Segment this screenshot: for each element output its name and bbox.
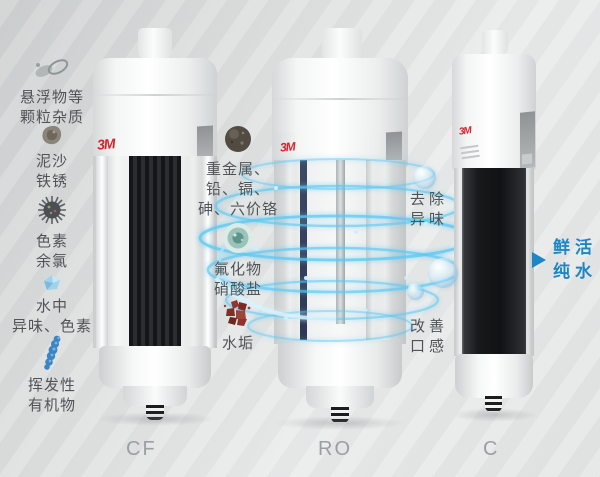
filter-shadow [274,416,406,430]
contaminant-label: 异味、色素 [11,318,92,335]
transparent-window [454,168,534,356]
qr-mark [522,153,532,165]
contaminant-label: 泥沙 [35,153,68,170]
odor-crystal-icon [44,275,60,290]
filter-shadow [452,408,538,422]
stage-label-c: C [483,438,500,460]
filter-base [278,340,402,388]
label-patch [520,111,535,169]
inner-tube [96,156,108,348]
output-label: 鲜活 [553,238,597,257]
contaminant-label: 挥发性 [27,377,76,394]
pigment-chlorine-icon [38,196,66,224]
suspended-particles-icon [35,59,69,77]
glass-highlight [378,160,392,344]
fluoride-icon [223,223,253,253]
contaminant-label: 颗粒杂质 [19,109,84,126]
glass-highlight [189,156,199,348]
outlet-nipple [485,396,502,412]
arrow-right-icon [532,252,546,268]
voc-icon [44,335,61,370]
center-rod [336,160,345,324]
benefit-label: 异味 [409,211,448,228]
stage-label-cf: CF [126,438,157,460]
contaminant-label: 铁锈 [35,173,68,190]
filter-cartridge-c: 3M [452,30,536,420]
inner-tube [366,160,373,344]
base-connector [123,386,187,406]
carbon-block [462,168,526,356]
output-label: 纯水 [553,262,597,281]
heavy-metal-icon [225,126,251,152]
contaminant-item: 水垢 [182,298,294,354]
glass-highlight [109,156,125,348]
filter-base [99,346,211,388]
carbon-block [129,156,181,348]
contaminant-item: 重金属、 铅、镉、 砷、六价铬 [182,124,294,220]
contaminant-label: 余氯 [35,253,68,270]
contaminant-item: 泥沙 铁锈 [0,124,104,192]
filter-cartridge-cf: 3M [93,28,217,420]
filter-top-fitting [138,28,172,60]
glass-highlight [456,168,464,356]
water-bubble-icon [407,283,424,300]
cap-seam [272,98,408,100]
contaminant-label: 氟化物 [213,261,262,278]
transparent-window [93,156,217,348]
outlet-nipple [146,405,164,420]
brand-logo: 3M [458,125,472,138]
benefit-item: 改善 口感 [392,317,466,357]
benefit-item: 去除 异味 [392,190,466,230]
filter-top-fitting [482,30,508,56]
benefit-label: 去除 [409,191,448,208]
contaminant-label: 重金属、 [205,161,270,178]
contaminant-label: 水中 [35,298,68,315]
benefit-label: 口感 [409,338,448,355]
contaminant-item: 悬浮物等 颗粒杂质 [0,56,104,128]
outlet-nipple [331,407,349,423]
contaminant-item: 挥发性 有机物 [0,334,104,416]
filter-base [455,354,533,398]
base-connector [306,386,374,408]
contaminant-label: 色素 [35,233,68,250]
membrane-edge [300,160,307,344]
water-bubble-icon [413,166,436,189]
sediment-rust-icon [42,125,62,145]
output-result: 鲜活 纯水 [532,236,597,284]
contaminant-label: 砷、六价铬 [197,201,278,218]
contaminant-label: 硝酸盐 [213,281,262,298]
benefit-label: 改善 [409,318,448,335]
cap-seam [93,94,217,96]
scale-icon [223,300,251,326]
contaminant-label: 水垢 [221,335,254,352]
fine-print-lines [460,144,480,160]
water-bubble-icon [428,258,458,288]
stage-label-ro: RO [318,438,352,460]
contaminant-label: 有机物 [27,397,76,414]
contaminant-item: 水中 异味、色素 [0,274,104,337]
filter-top-fitting [322,28,362,62]
filter-shadow [96,412,216,426]
contaminant-label: 铅、镉、 [205,181,270,198]
contaminant-label: 悬浮物等 [19,89,84,106]
contaminant-item: 色素 余氯 [0,194,104,272]
contaminant-item: 氟化物 硝酸盐 [182,222,294,300]
filter-body-upper [93,124,217,158]
glass-highlight [525,168,531,356]
